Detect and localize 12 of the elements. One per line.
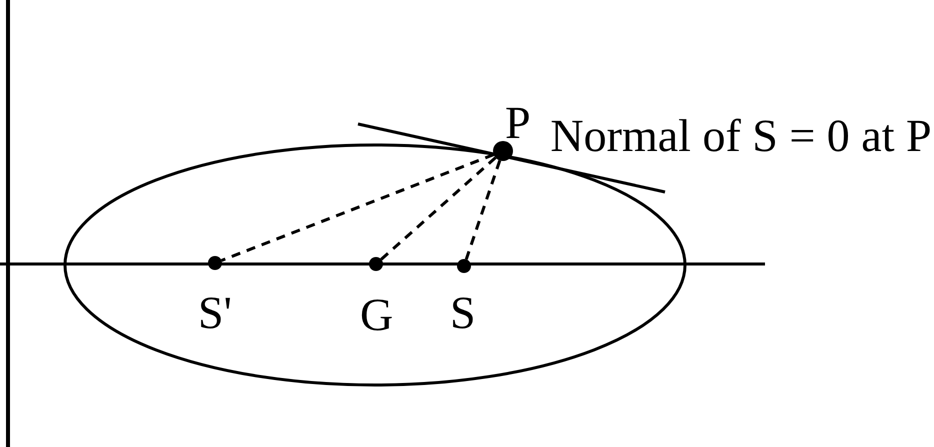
point-label: G <box>360 292 394 338</box>
point-marker <box>457 259 471 273</box>
dashed-line <box>380 156 497 260</box>
dashed-line <box>220 153 494 262</box>
point-marker <box>208 256 222 270</box>
point-marker <box>493 141 513 161</box>
point-label: P <box>505 100 531 146</box>
annotation-text: Normal of S = 0 at P <box>549 109 933 163</box>
dashed-line <box>464 160 502 260</box>
point-label: S <box>450 290 476 336</box>
point-label: S' <box>198 290 232 336</box>
point-marker <box>369 257 383 271</box>
